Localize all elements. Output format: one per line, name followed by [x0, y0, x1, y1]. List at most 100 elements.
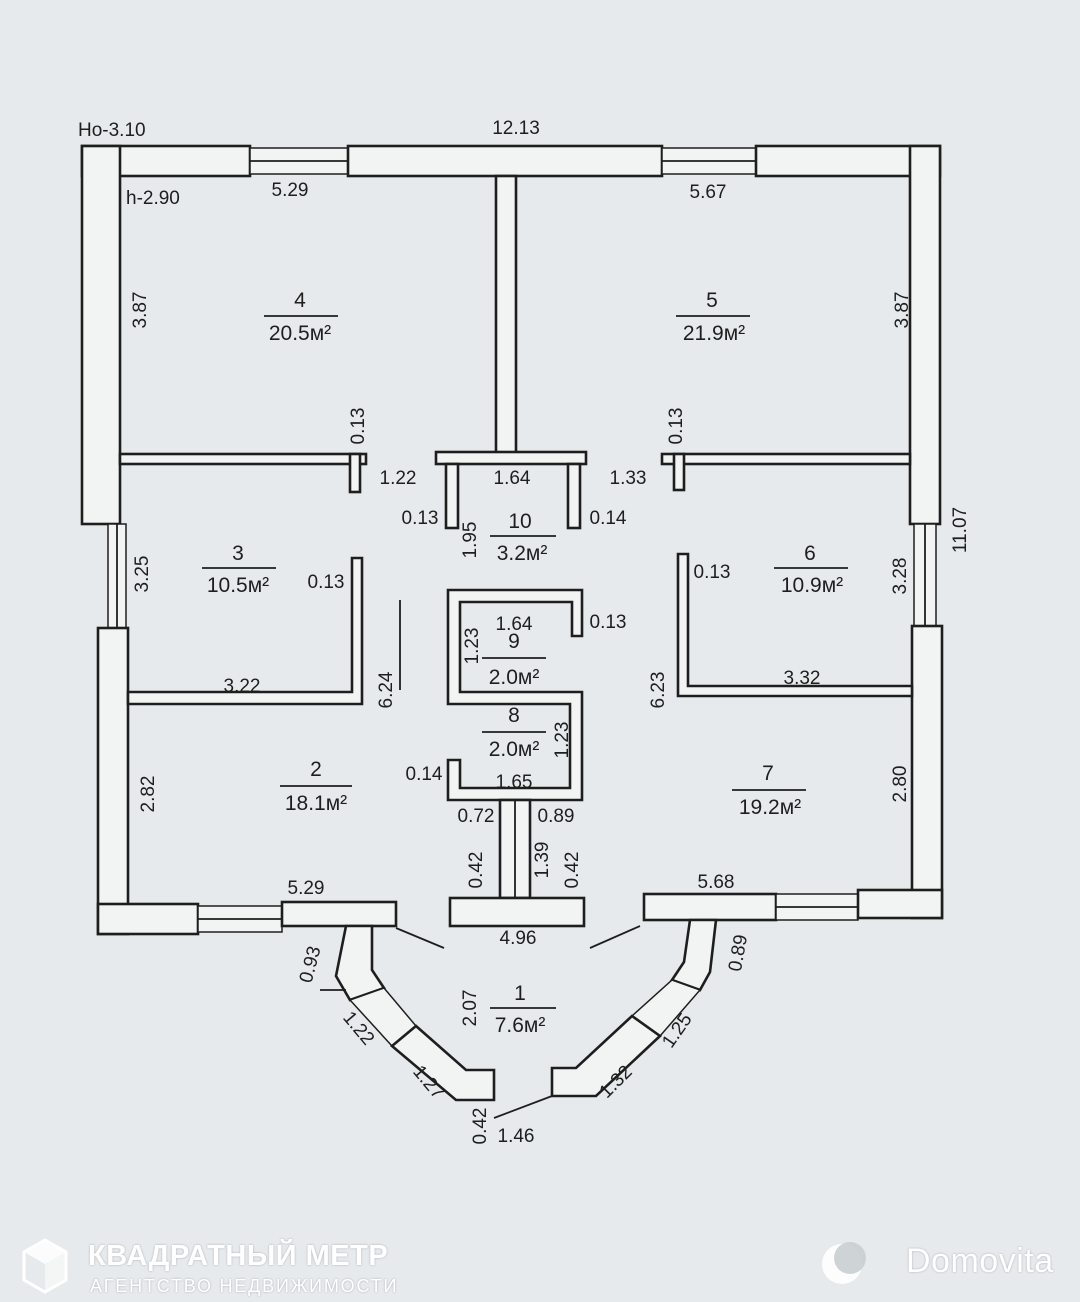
dim-r9-wall: 0.13	[590, 612, 627, 633]
dim-top-right: 5.67	[690, 182, 727, 203]
domovita-watermark: Domovita	[818, 1232, 1068, 1292]
cube-logo-icon	[22, 1238, 68, 1294]
dim-porch-l4: 0.42	[470, 1108, 491, 1145]
wall-bottom-porch-right	[642, 892, 778, 922]
dim-post-mid: 1.39	[532, 842, 553, 879]
room-area: 2.0м²	[489, 738, 540, 761]
agency-name: КВАДРАТНЫЙ МЕТР	[88, 1240, 389, 1272]
room-7: 7 19.2м²	[732, 762, 806, 819]
dim-post-right: 0.42	[562, 852, 583, 889]
room-area: 18.1м²	[285, 792, 347, 815]
room-number: 8	[508, 704, 520, 727]
dim-door-right: 0.89	[538, 806, 575, 827]
dim-right-lower: 2.80	[890, 766, 911, 803]
dim-top-total: 12.13	[492, 118, 540, 139]
room-number: 1	[514, 982, 526, 1005]
dim-left-long: 6.24	[376, 671, 397, 708]
dim-gap-right: 1.33	[610, 468, 647, 489]
dim-gap-left: 1.22	[380, 468, 417, 489]
dim-center-top: 1.64	[494, 468, 531, 489]
wall-room4-room3	[118, 452, 368, 466]
wall-room10-right	[566, 462, 582, 530]
room-area: 10.5м²	[207, 574, 269, 597]
dim-wall-right-1: 0.13	[666, 408, 687, 445]
porch-left-upper	[334, 924, 387, 1002]
wall-room3-room2	[126, 556, 364, 706]
domovita-name: Domovita	[906, 1242, 1054, 1280]
room-number: 9	[508, 630, 520, 653]
dim-r9-height: 1.23	[462, 628, 483, 665]
wall-room10-left	[444, 462, 460, 530]
dim-r8-height: 1.23	[552, 722, 573, 759]
wall-room10-top	[434, 450, 588, 466]
dim-room6-wall: 0.13	[694, 562, 731, 583]
room-number: 6	[804, 542, 816, 565]
dim-wall-left-1: 0.13	[348, 408, 369, 445]
dim-c-height: 1.95	[460, 522, 481, 559]
room-area: 2.0м²	[489, 666, 540, 689]
porch-right-upper	[669, 918, 718, 992]
wall-room5-room6	[660, 452, 912, 466]
room-9: 9 2.0м²	[482, 630, 546, 689]
wall-stub-left	[348, 452, 362, 494]
room-3: 3 10.5м²	[202, 542, 276, 597]
height-outer: Ho-3.10	[78, 120, 146, 141]
dim-room3-wall: 0.13	[308, 572, 345, 593]
dim-left-mid: 3.25	[132, 556, 153, 593]
room-2: 2 18.1м²	[280, 758, 352, 815]
dim-c-left-wall: 0.13	[402, 508, 439, 529]
room-number: 7	[762, 762, 774, 785]
wall-bottom-left	[96, 902, 200, 936]
dim-room6-width: 3.32	[784, 668, 821, 689]
dim-top-left: 5.29	[272, 180, 309, 201]
dim-c-right-wall: 0.14	[590, 508, 627, 529]
wall-right-upper	[908, 144, 942, 526]
dim-post-left: 0.42	[466, 852, 487, 889]
moon-logo-icon	[822, 1242, 866, 1284]
dim-bottom-right: 5.68	[698, 872, 735, 893]
dim-bottom-center: 4.96	[500, 928, 537, 949]
wall-porch-top	[448, 896, 586, 928]
room-10: 10 3.2м²	[490, 510, 556, 565]
room-area: 21.9м²	[683, 322, 745, 345]
agency-subtitle: АГЕНТСТВО НЕДВИЖИМОСТИ	[90, 1276, 399, 1296]
height-inner: h-2.90	[126, 188, 180, 209]
agency-watermark: КВАДРАТНЫЙ МЕТР АГЕНТСТВО НЕДВИЖИМОСТИ	[22, 1236, 462, 1296]
room-number: 5	[706, 289, 718, 312]
room-4: 4 20.5м²	[264, 289, 338, 345]
room-5: 5 21.9м²	[676, 289, 750, 345]
porch-left-lower	[389, 1024, 496, 1102]
room-number: 3	[232, 542, 244, 565]
dim-right-mid: 3.28	[890, 558, 911, 595]
room-area: 10.9м²	[781, 574, 843, 597]
dim-porch-r1: 0.89	[725, 933, 752, 973]
dim-room3-width: 3.22	[224, 676, 261, 697]
dim-porch-depth: 2.07	[460, 990, 481, 1027]
wall-center-vertical	[494, 174, 518, 456]
room-area: 3.2м²	[497, 542, 548, 565]
dim-r9-width: 1.64	[496, 614, 533, 635]
room-1: 1 7.6м²	[490, 982, 556, 1037]
dim-right-total: 11.07	[950, 507, 971, 553]
wall-bottom-porch-left	[280, 900, 398, 928]
room-6: 6 10.9м²	[774, 542, 848, 597]
dim-right-upper: 3.87	[892, 292, 913, 329]
room-number: 2	[310, 758, 322, 781]
dim-left-upper: 3.87	[130, 292, 151, 329]
dim-porch-bottom: 1.46	[498, 1126, 535, 1147]
wall-bottom-right	[856, 888, 944, 920]
dim-r8-wall: 0.14	[406, 764, 443, 785]
wall-left-upper	[80, 144, 122, 526]
room-area: 19.2м²	[739, 796, 801, 819]
room-area: 20.5м²	[269, 322, 331, 345]
dim-bottom-left: 5.29	[288, 878, 325, 899]
wall-right-lower	[910, 624, 944, 920]
dim-porch-l1: 0.93	[296, 944, 326, 985]
wall-room6-room7	[676, 552, 914, 698]
room-area: 7.6м²	[495, 1014, 546, 1037]
dim-door-left: 0.72	[458, 806, 495, 827]
wall-top-center	[346, 144, 664, 178]
wall-room9-room8	[446, 588, 584, 802]
dim-r8-width: 1.65	[496, 772, 533, 793]
